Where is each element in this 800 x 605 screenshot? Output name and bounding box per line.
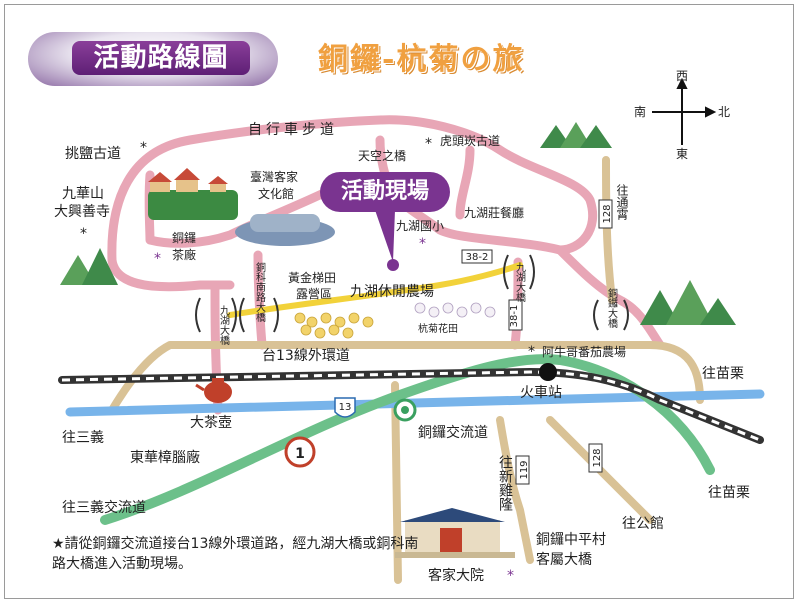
ring-road-13 xyxy=(108,340,704,414)
railway xyxy=(58,367,764,444)
svg-text:128: 128 xyxy=(592,448,603,467)
venue-pointer xyxy=(375,210,395,262)
big-teapot-label: 大茶壺 xyxy=(190,415,232,431)
campground-label: 露營區 xyxy=(296,287,332,301)
hakka-park-label: 客家大院 xyxy=(428,567,484,584)
east-road xyxy=(555,245,665,350)
train-station-icon xyxy=(539,363,557,381)
camphor-factory-label: 東華樟腦廠 xyxy=(130,449,200,466)
svg-text:38-1: 38-1 xyxy=(509,305,520,328)
hakka-road xyxy=(391,381,402,584)
mountain-icon xyxy=(640,280,736,325)
tongxiao-road xyxy=(602,156,616,304)
west-loop-road xyxy=(107,255,235,292)
road-badge-38-1: 38-1 xyxy=(508,299,523,331)
tongxiao-label: 往通霄 xyxy=(615,183,629,220)
asterisk-markers: * * * * * * * xyxy=(80,136,535,584)
inner-east-road xyxy=(375,135,565,255)
road-badge-128-a: 128 xyxy=(598,199,613,229)
to-miaoli-label-1: 往苗栗 xyxy=(702,366,744,382)
asterisk-icon: * xyxy=(419,236,426,252)
jiuhu-school-label: 九湖國小 xyxy=(396,218,444,233)
hakka-museum-label-2: 文化館 xyxy=(258,186,294,201)
jiuhu-restaurant-label: 九湖莊餐廳 xyxy=(464,205,524,220)
compass-south-label: 南 xyxy=(634,104,646,119)
tongke-bridge-label: 銅科南路大橋 xyxy=(254,261,266,323)
hakka-bridge-label-2: 客屬大橋 xyxy=(536,551,592,568)
train-station-label: 火車站 xyxy=(520,384,562,401)
road-badge-1: 1 xyxy=(284,436,316,468)
svg-text:1: 1 xyxy=(295,446,305,462)
to-sanyi-label: 往三義 xyxy=(62,429,104,446)
map-frame xyxy=(4,4,794,599)
svg-text:38-2: 38-2 xyxy=(466,252,489,263)
teapot-icon xyxy=(195,378,232,403)
golden-terrace-road xyxy=(227,262,523,318)
hakka-museum-label-1: 臺灣客家 xyxy=(250,169,298,184)
hakka-museum-icon xyxy=(235,214,335,246)
tongke-south-road xyxy=(253,250,267,350)
compass-north-label: 北 xyxy=(718,105,730,119)
road-badge-128-b: 128 xyxy=(588,443,603,473)
tiankong-bridge-label: 天空之橋 xyxy=(358,149,406,163)
jiuhuashan-label: 九華山 xyxy=(62,186,104,202)
school-road xyxy=(455,145,475,220)
asterisk-icon: * xyxy=(507,568,514,584)
tiaoyan-trail-label: 挑鹽古道 xyxy=(65,146,121,162)
tongluo-bridge-label: 銅鑼大橋 xyxy=(606,287,618,329)
title-badge: 活動路線圖 xyxy=(28,32,278,86)
tomato-farm-label: 阿牛哥番茄農場 xyxy=(542,344,626,359)
to-xinjilong-label: 往新雞隆 xyxy=(497,455,513,512)
hakka-park-icon xyxy=(395,508,515,558)
local-roads xyxy=(107,115,665,415)
mountain-icon xyxy=(540,122,612,148)
venue-dot xyxy=(387,259,399,271)
xinjilong-road xyxy=(496,416,534,564)
tongluo-ic-label: 銅鑼交流道 xyxy=(418,424,488,441)
svg-text:128: 128 xyxy=(602,204,613,223)
jiuhu-bridge-vertical-label: 九湖大橋 xyxy=(514,262,526,303)
asterisk-icon: * xyxy=(425,136,432,152)
hutoutan-trail-label: 虎頭崁古道 xyxy=(440,133,500,148)
tea-field-icon xyxy=(148,168,238,220)
tea-factory-label-2: 茶廠 xyxy=(172,247,196,262)
direction-note: ★請從銅鑼交流道接台13線外環道路，經九湖大橋或銅科南路大橋進入活動現場。 xyxy=(52,536,419,572)
chrysanthemum-field-icon xyxy=(294,302,496,339)
to-gongguan-label: 往公館 xyxy=(622,515,664,532)
road-badge-38-2: 38-2 xyxy=(461,249,493,264)
asterisk-icon: * xyxy=(140,140,147,156)
bike-path-road xyxy=(107,115,598,265)
road-badge-119: 119 xyxy=(515,455,530,485)
asterisk-icon: * xyxy=(528,344,535,360)
svg-text:13: 13 xyxy=(339,402,352,413)
road-badge-13: 13 xyxy=(334,397,356,418)
bike-path-label: 自行車步道 xyxy=(248,121,338,138)
map-subtitle: 銅鑼-杭菊の旅 xyxy=(318,42,525,77)
hakka-bridge-label-1: 銅鑼中平村 xyxy=(536,532,606,548)
asterisk-icon: * xyxy=(80,226,87,242)
jiuhu-farm-label: 九湖休閒農場 xyxy=(350,284,434,300)
mountain-icon xyxy=(60,248,118,285)
golden-terrace-label: 黃金梯田 xyxy=(288,270,336,285)
interchange-icon xyxy=(393,398,417,422)
bridge-markers xyxy=(195,254,629,333)
to-miaoli-label-2: 往苗栗 xyxy=(708,485,750,501)
ring-road-label: 台13線外環道 xyxy=(262,348,350,364)
compass-east-label: 東 xyxy=(676,147,688,161)
compass-icon xyxy=(652,77,717,145)
venue-callout: 活動現場 xyxy=(320,172,450,212)
asterisk-icon: * xyxy=(154,251,161,267)
jiujiu-bridge-label: 九湖大橋 xyxy=(218,305,230,346)
map-title: 活動路線圖 xyxy=(72,41,250,75)
compass-west-label: 西 xyxy=(676,69,688,83)
tea-factory-label-1: 銅鑼 xyxy=(172,230,196,245)
daxing-temple-label: 大興善寺 xyxy=(54,204,110,220)
svg-text:119: 119 xyxy=(519,460,530,479)
chrysanthemum-label: 杭菊花田 xyxy=(418,322,458,335)
to-sanyi-ic-label: 往三義交流道 xyxy=(62,499,146,516)
